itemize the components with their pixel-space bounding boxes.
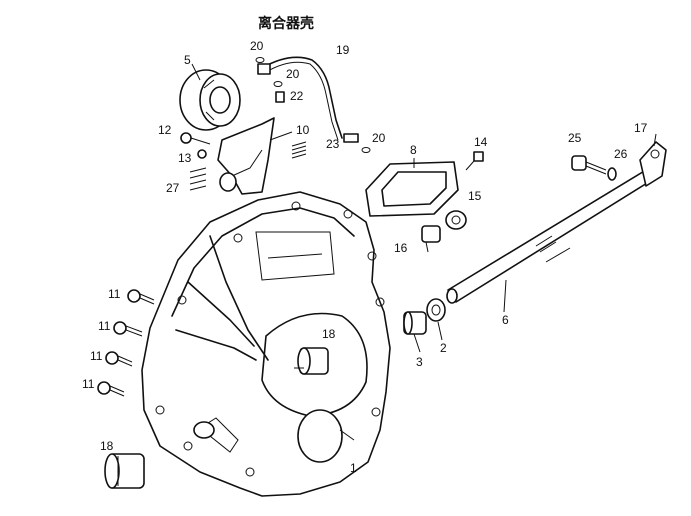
- label-1: 1: [350, 461, 357, 475]
- seal-ring-20-a: [255, 57, 265, 63]
- bolt-11-d: [97, 381, 125, 397]
- label-16: 16: [394, 241, 408, 255]
- label-11-d: 11: [82, 377, 95, 391]
- label-25: 25: [568, 131, 582, 145]
- label-20-c: 20: [372, 131, 386, 145]
- label-14: 14: [474, 135, 488, 149]
- spring-27: [189, 167, 207, 191]
- label-5: 5: [184, 53, 191, 67]
- bolt-11-b: [113, 321, 143, 337]
- dowel-bushing-lower: [104, 453, 145, 489]
- label-27: 27: [166, 181, 180, 195]
- label-26: 26: [614, 147, 628, 161]
- label-23: 23: [326, 137, 340, 151]
- dowel-bushing-upper: [294, 347, 329, 375]
- release-arm: [639, 141, 667, 187]
- seal-ring-20-c: [361, 147, 371, 153]
- leader-lines: [191, 63, 657, 441]
- washer-26: [607, 167, 617, 181]
- label-10: 10: [296, 123, 310, 137]
- grease-fitting-16: [421, 225, 441, 253]
- label-19: 19: [336, 43, 350, 57]
- bolt-11-a: [127, 289, 155, 305]
- label-18-b: 18: [100, 439, 114, 453]
- part-labels: 1 2 3 5 6 8 10 11 11 11 11 12 13 14 15 1…: [82, 39, 648, 475]
- label-8: 8: [410, 143, 417, 157]
- label-13: 13: [178, 151, 192, 165]
- label-11-b: 11: [98, 319, 111, 333]
- bolt-group-11: [97, 289, 155, 397]
- clutch-housing: [141, 191, 391, 497]
- diagram-title: 离合器壳: [258, 15, 314, 32]
- label-22: 22: [290, 89, 304, 103]
- label-17: 17: [634, 121, 648, 135]
- label-6: 6: [502, 313, 509, 327]
- label-2: 2: [440, 341, 447, 355]
- cable-hose-19: [257, 56, 359, 143]
- label-15: 15: [468, 189, 482, 203]
- label-11-c: 11: [90, 349, 103, 363]
- bolt-11-c: [105, 351, 133, 367]
- label-12: 12: [158, 123, 172, 137]
- label-3: 3: [416, 355, 423, 369]
- seal-ring-20-b: [273, 81, 283, 87]
- bolt-25: [571, 155, 607, 175]
- label-20-a: 20: [250, 39, 264, 53]
- cover-plate: [365, 161, 459, 217]
- seal-2: [426, 298, 446, 322]
- release-fork: [217, 117, 275, 195]
- bolt-12: [180, 132, 211, 145]
- label-11-a: 11: [108, 287, 121, 301]
- spring-10: [291, 141, 307, 159]
- washer-13: [197, 149, 207, 159]
- bushing-3: [403, 311, 427, 335]
- release-bearing: [179, 69, 241, 131]
- nut-15: [445, 210, 467, 230]
- bolt-14: [465, 151, 484, 171]
- fitting-22: [275, 91, 285, 103]
- label-18-a: 18: [322, 327, 336, 341]
- label-20-b: 20: [286, 67, 300, 81]
